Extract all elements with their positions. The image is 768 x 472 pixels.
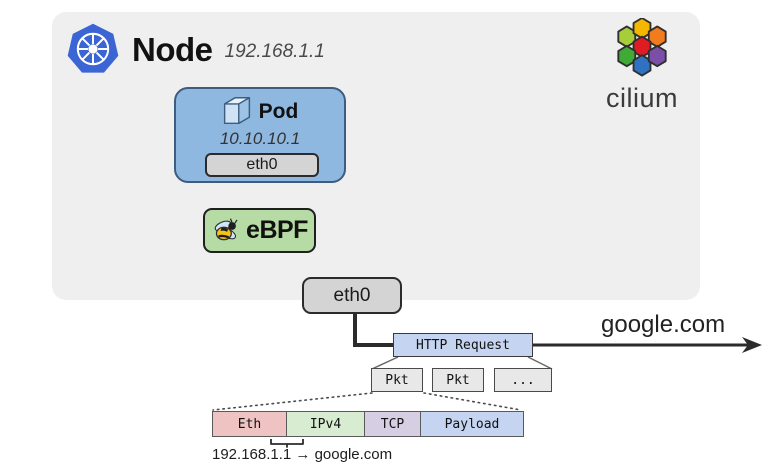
packet-field-ipv4: IPv4: [287, 412, 365, 436]
packet-box: Pkt: [371, 368, 423, 392]
pod-interface-label: eth0: [246, 156, 278, 173]
destination-label: google.com: [601, 311, 726, 338]
node-title: Node: [132, 30, 213, 68]
packet-label: ...: [511, 372, 535, 388]
pod-interface-box: eth0: [205, 153, 319, 177]
packet-label: Pkt: [385, 372, 409, 388]
http-request-box: HTTP Request: [393, 333, 533, 357]
fan-line-right: [527, 356, 553, 370]
packet-label: Pkt: [446, 372, 470, 388]
node-ip-address: 192.168.1.1: [224, 41, 325, 62]
ebpf-label: eBPF: [246, 216, 308, 244]
node-interface-label: eth0: [333, 285, 371, 306]
packet-field-label: TCP: [380, 416, 405, 432]
pod-ip-address: 10.10.10.1: [219, 129, 301, 148]
cilium-logo: cilium: [592, 18, 692, 112]
pod-box: Pod 10.10.10.1 eth0: [174, 87, 346, 183]
dotted-fan-left: [212, 392, 373, 411]
packet-field-tcp: TCP: [365, 412, 421, 436]
packet-field-label: IPv4: [309, 416, 342, 432]
destination-arrowhead-icon: [742, 337, 762, 353]
packet-field-payload: Payload: [421, 412, 523, 436]
cube-icon: [222, 95, 252, 127]
dotted-fan-right: [423, 392, 522, 411]
packet-field-label: Payload: [444, 416, 500, 432]
node-header: Node 192.168.1.1: [66, 22, 325, 76]
ebpf-box: eBPF: [203, 208, 316, 253]
flow-caption: 192.168.1.1 → google.com: [212, 446, 393, 463]
cilium-wordmark: cilium: [605, 83, 678, 113]
node-container: [52, 12, 700, 300]
pod-header: Pod: [176, 95, 344, 127]
pod-title: Pod: [258, 99, 299, 123]
cilium-hexagon-logo-icon: [592, 18, 692, 84]
packet-structure-bar: Eth IPv4 TCP Payload: [212, 411, 524, 437]
packet-field-eth: Eth: [213, 412, 287, 436]
connector-node-eth-to-request: [353, 312, 394, 347]
bee-icon: [211, 217, 245, 245]
packet-box: ...: [494, 368, 552, 392]
node-interface-box: eth0: [302, 277, 402, 314]
ipv4-brace-icon: [270, 439, 304, 448]
packet-field-label: Eth: [237, 416, 262, 432]
packet-box: Pkt: [432, 368, 484, 392]
http-request-label: HTTP Request: [416, 337, 510, 353]
fan-line-left: [371, 356, 399, 370]
kubernetes-logo-icon: [66, 22, 120, 76]
